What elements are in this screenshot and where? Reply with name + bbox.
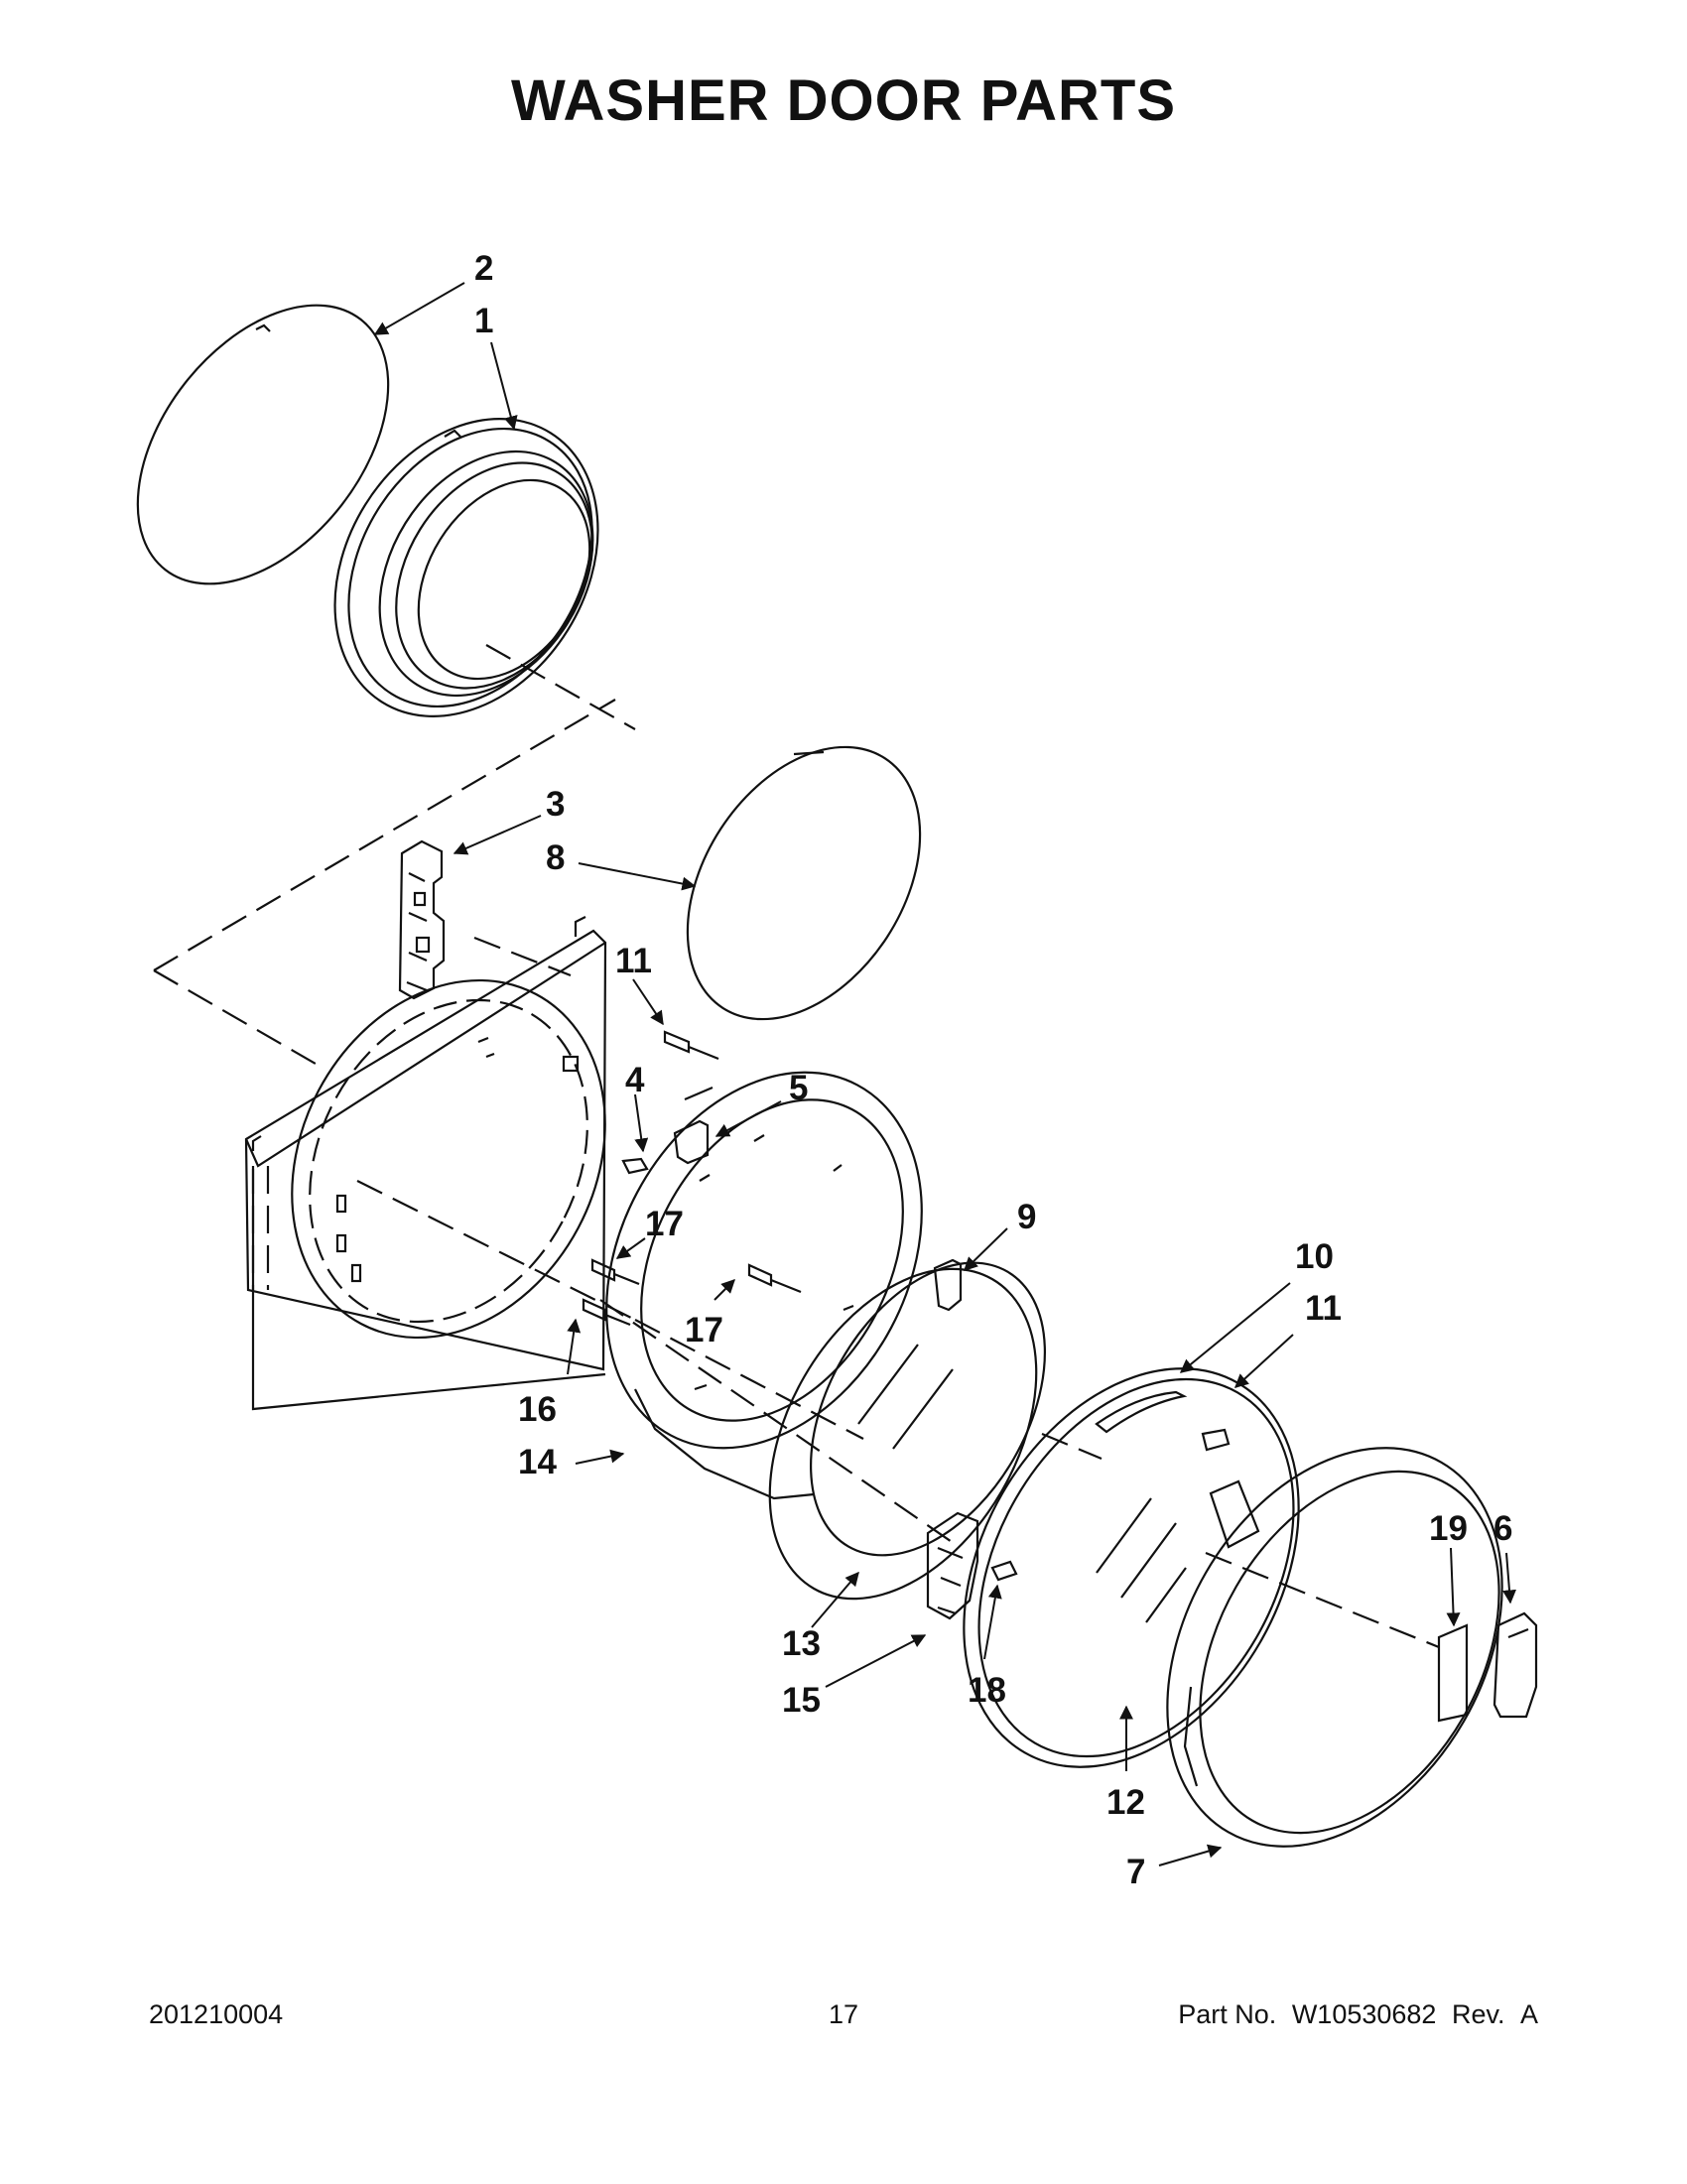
- screw-11-right: [1201, 1428, 1231, 1452]
- callout-10: 10: [1295, 1237, 1334, 1276]
- callout-6: 6: [1493, 1509, 1512, 1548]
- callout-13: 13: [782, 1624, 821, 1663]
- callout-19: 19: [1429, 1509, 1468, 1548]
- part-5-bracket: [673, 1086, 714, 1165]
- screw-17-center: [747, 1263, 802, 1294]
- callout-11-upper: 11: [615, 942, 652, 980]
- callout-labels: 2 1 3 8 11 4 5 17 9 10 11 17 16 14 19 6 …: [474, 249, 1512, 1891]
- callout-14: 14: [518, 1443, 557, 1481]
- part-7-outer-trim: [1166, 1447, 1503, 1848]
- part-10-wire: [1095, 1390, 1188, 1434]
- callout-15: 15: [782, 1681, 821, 1720]
- callout-5: 5: [789, 1069, 808, 1107]
- part-14-inner-frame: [605, 1071, 923, 1500]
- screw-4: [621, 1157, 649, 1175]
- part-19-label-strip: [1437, 1623, 1469, 1723]
- callout-9: 9: [1017, 1198, 1036, 1236]
- part-13-inner-glass: [768, 1261, 1046, 1601]
- part-no-label: Part No.: [1178, 1999, 1277, 2029]
- part-15-handle: [926, 1511, 979, 1620]
- leader-lines: [373, 282, 1516, 1866]
- part-3-hinge: [398, 839, 446, 1000]
- rev-value: A: [1519, 1999, 1538, 2029]
- screw-16: [582, 1298, 631, 1327]
- footer-doc-number: 201210004: [149, 1999, 284, 2029]
- callout-16: 16: [518, 1390, 557, 1429]
- part-1-door-bowl: [333, 418, 599, 717]
- callout-11-right: 11: [1305, 1289, 1342, 1328]
- part-number: W10530682: [1291, 1999, 1437, 2029]
- callout-2: 2: [474, 249, 493, 288]
- screws: [582, 1030, 1231, 1582]
- footer-page-number: 17: [828, 1999, 859, 2029]
- callout-12: 12: [1106, 1783, 1145, 1822]
- callout-18: 18: [968, 1671, 1006, 1710]
- screw-11-upper: [663, 1030, 719, 1061]
- callout-7: 7: [1126, 1853, 1145, 1891]
- page-title: WASHER DOOR PARTS: [510, 68, 1177, 133]
- part-8-inner-ring: [686, 745, 922, 1021]
- part-6-handle-cover: [1492, 1611, 1538, 1719]
- front-panel-frame: [244, 916, 607, 1411]
- callout-17-left: 17: [645, 1205, 684, 1243]
- callout-4: 4: [625, 1061, 645, 1099]
- screw-17-left: [590, 1258, 640, 1286]
- part-9-clip: [933, 1258, 963, 1312]
- part-2-outer-ring: [136, 304, 390, 585]
- rev-label: Rev.: [1451, 1999, 1505, 2029]
- footer-part-info: Part No. W10530682 Rev. A: [1170, 1999, 1538, 2030]
- callout-3: 3: [546, 785, 565, 824]
- callout-1: 1: [474, 302, 493, 340]
- callout-8: 8: [546, 838, 565, 877]
- callout-17-center: 17: [685, 1311, 723, 1349]
- part-12-outer-glass: [963, 1367, 1300, 1768]
- screw-18: [990, 1560, 1018, 1582]
